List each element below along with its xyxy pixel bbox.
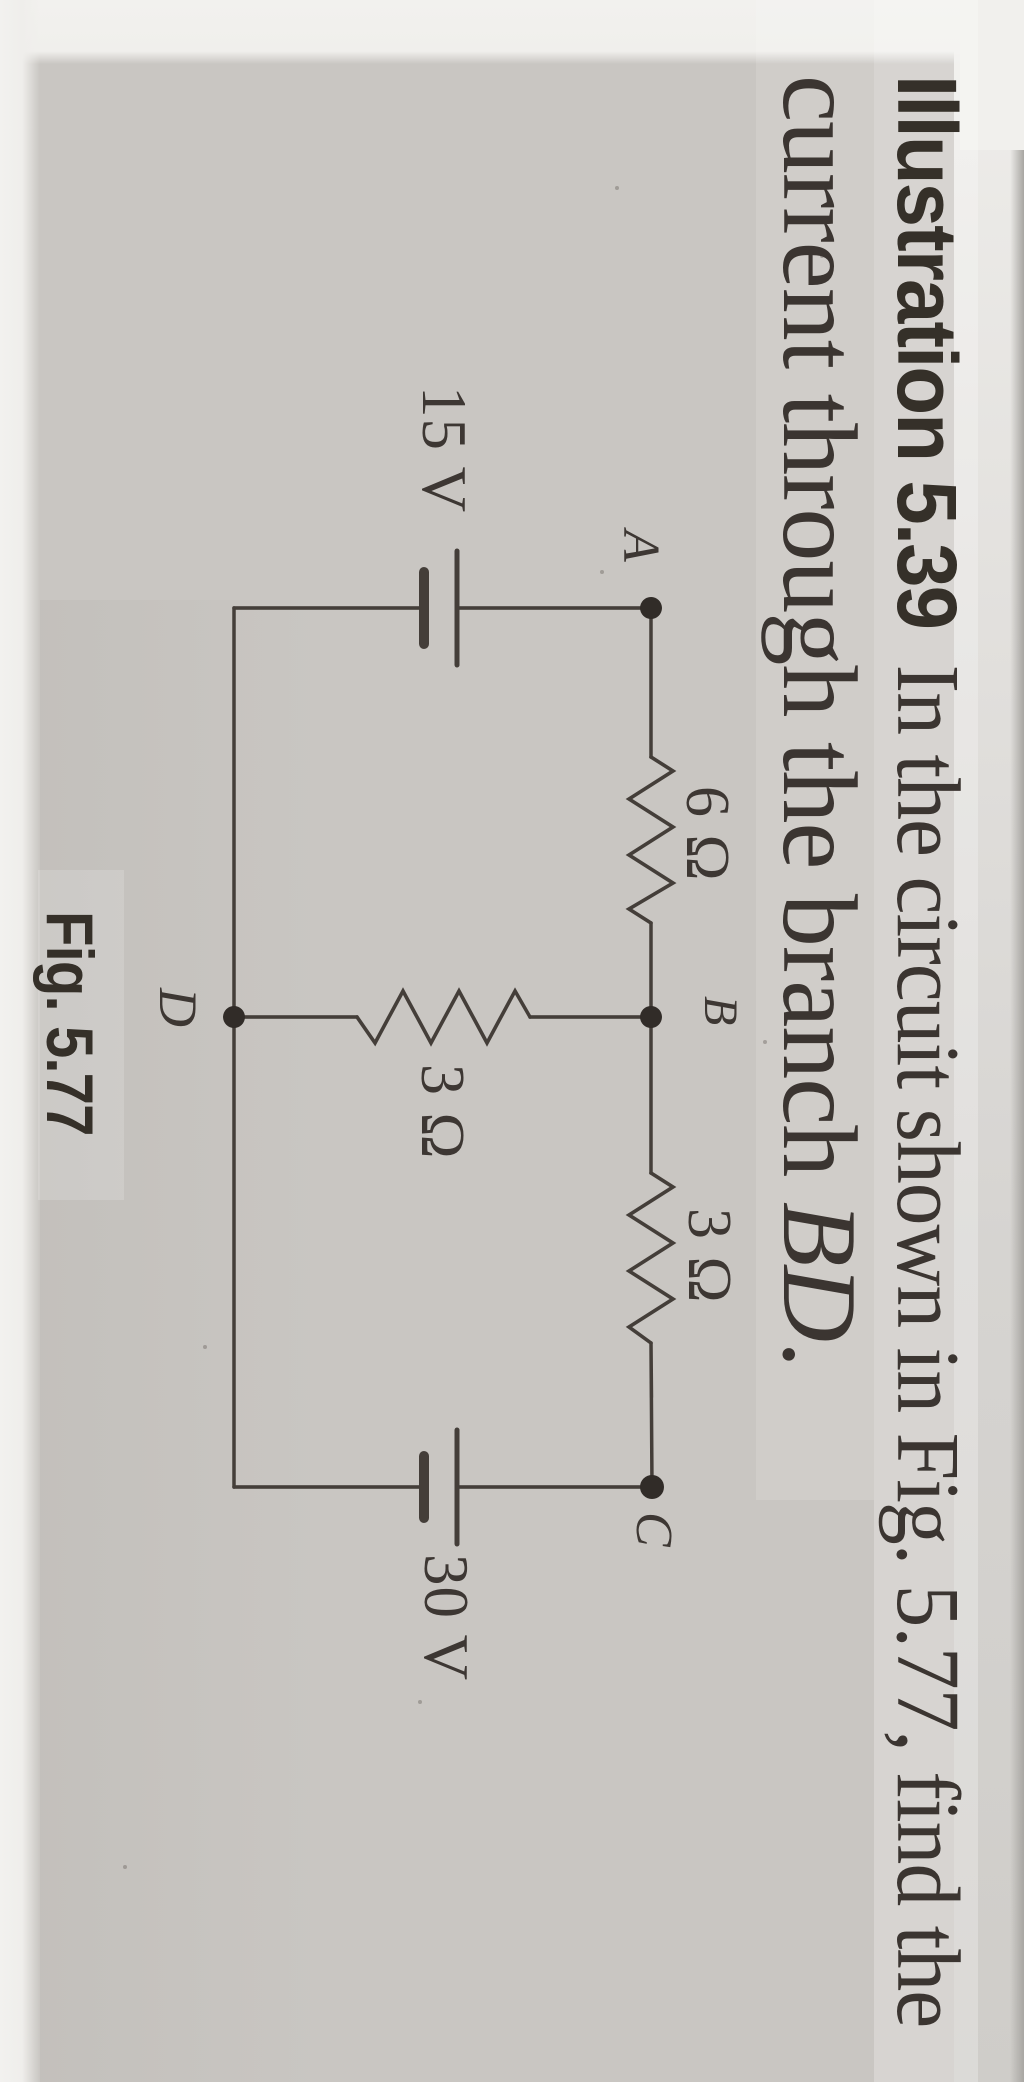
node-label-d: D: [148, 988, 208, 1027]
node-label-c: C: [625, 1512, 682, 1547]
resistor-3ohm-top-zigzag: [625, 1171, 677, 1345]
node-dot-a: [640, 597, 662, 619]
node-dot-b: [640, 1006, 662, 1028]
resistor-label-3ohm-top: 3 Ω: [675, 1208, 743, 1304]
resistor-6ohm-zigzag: [625, 755, 677, 925]
node-label-a: A: [612, 530, 669, 562]
node-label-b: B: [694, 996, 747, 1026]
wire-3ohm-to-c: [649, 1341, 654, 1489]
battery-label-30v: 30 V: [411, 1554, 481, 1682]
resistor-label-3ohm-middle: 3 Ω: [408, 1064, 476, 1160]
node-dot-c: [640, 1475, 664, 1499]
node-dot-d: [223, 1006, 245, 1028]
battery-label-15v: 15 V: [409, 386, 479, 514]
figure-caption: Fig. 5.77: [33, 911, 107, 1136]
resistor-label-6ohm: 6 Ω: [673, 786, 741, 882]
resistor-3ohm-middle-zigzag: [355, 987, 532, 1047]
